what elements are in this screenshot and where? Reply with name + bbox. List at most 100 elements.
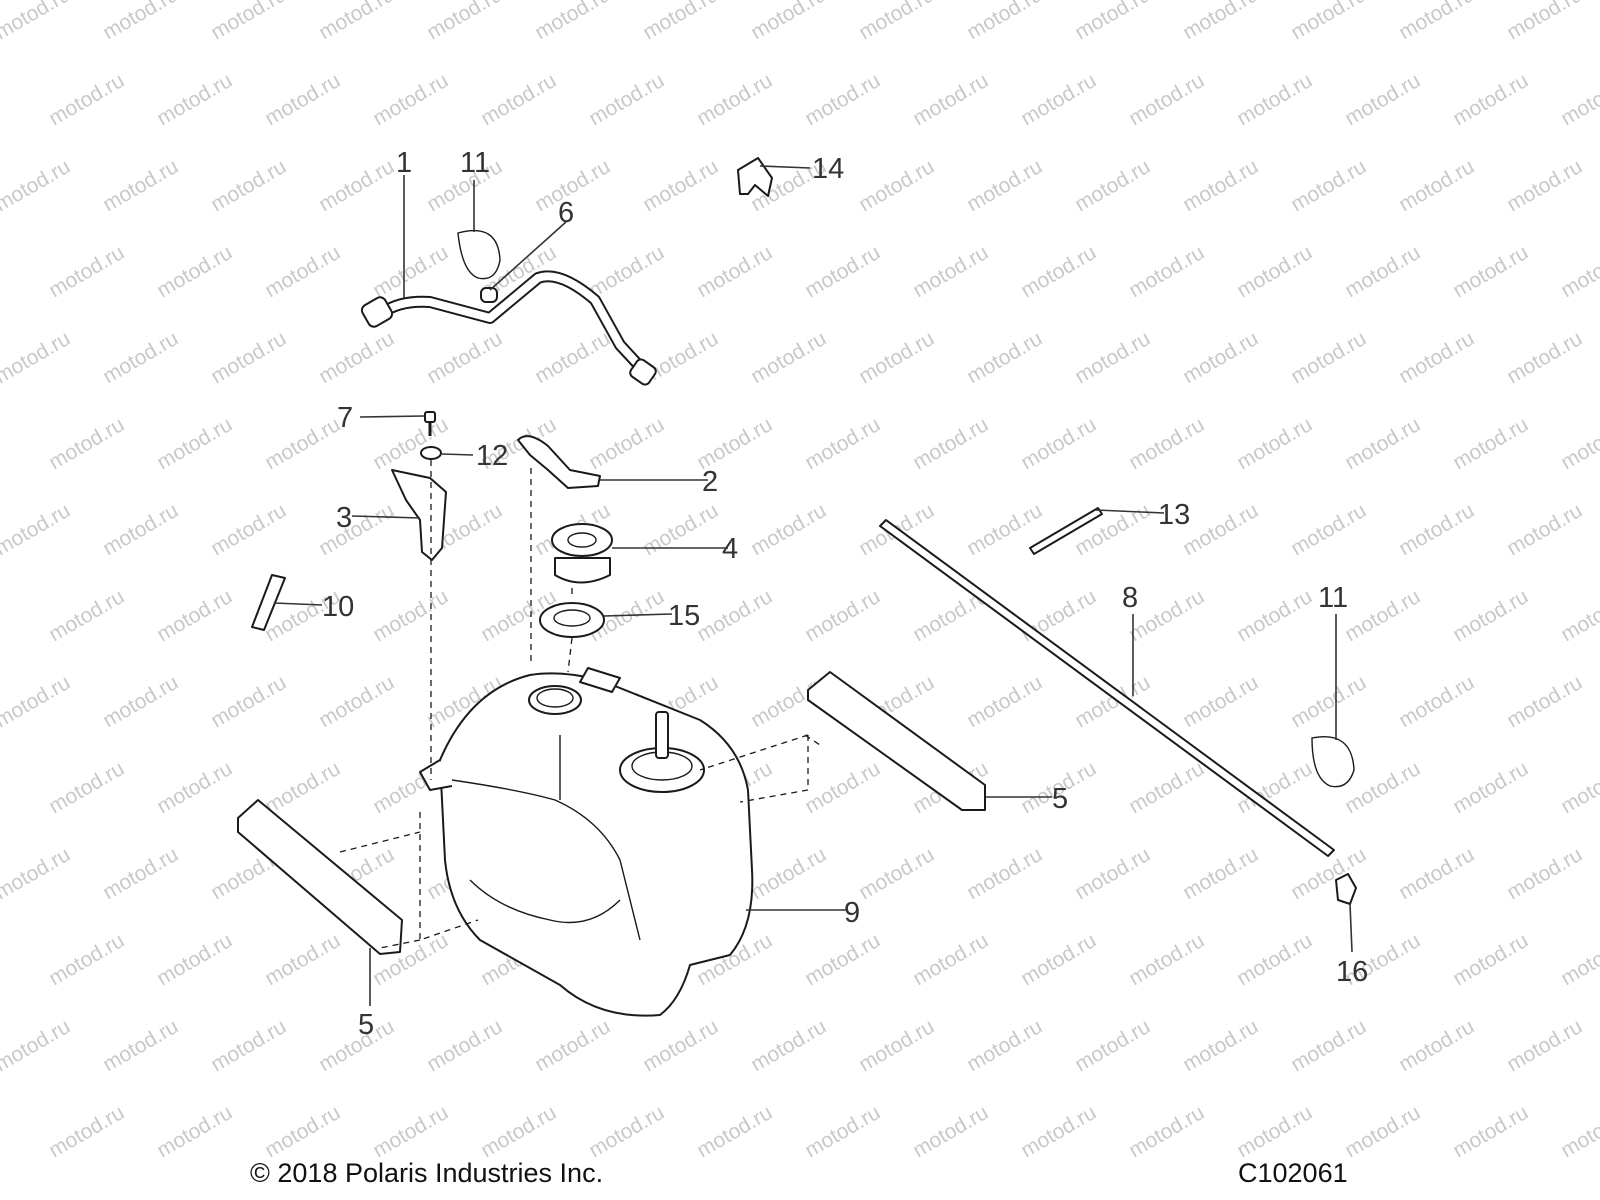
watermark-text: motod.ru (639, 1015, 722, 1076)
watermark-text: motod.ru (909, 241, 992, 302)
watermark-text: motod.ru (1449, 585, 1532, 646)
callout-10: 10 (322, 591, 354, 623)
watermark-text: motod.ru (423, 327, 506, 388)
watermark-text: motod.ru (1125, 1101, 1208, 1162)
watermark-text: motod.ru (1071, 1015, 1154, 1076)
watermark-text: motod.ru (153, 241, 236, 302)
watermark-text: motod.ru (261, 757, 344, 818)
watermark-text: motod.ru (1179, 1015, 1262, 1076)
watermark-text: motod.ru (1503, 155, 1586, 216)
watermark-text: motod.ru (1071, 499, 1154, 560)
watermark-text: motod.ru (1017, 241, 1100, 302)
watermark-text: motod.ru (1287, 0, 1370, 44)
watermark-text: motod.ru (1125, 69, 1208, 130)
callout-12: 12 (476, 440, 508, 472)
watermark-text: motod.ru (369, 1101, 452, 1162)
watermark-text: motod.ru (855, 1015, 938, 1076)
watermark-text: motod.ru (1179, 671, 1262, 732)
callout-5-right: 5 (1052, 783, 1068, 815)
watermark-text: motod.ru (1287, 499, 1370, 560)
watermark-text: motod.ru (855, 327, 938, 388)
watermark-text: motod.ru (99, 0, 182, 44)
watermark-text: motod.ru (963, 155, 1046, 216)
watermark-text: motod.ru (801, 413, 884, 474)
watermark-text: motod.ru (1071, 671, 1154, 732)
watermark-text: motod.ru (369, 413, 452, 474)
watermark-text: motod.ru (1233, 1101, 1316, 1162)
watermark-text: motod.ru (1125, 241, 1208, 302)
watermark-text: motod.ru (1071, 327, 1154, 388)
watermark-text: motod.ru (1557, 585, 1600, 646)
watermark-text: motod.ru (45, 241, 128, 302)
watermark-text: motod.ru (1395, 671, 1478, 732)
watermark-text: motod.ru (1395, 327, 1478, 388)
watermark-text: motod.ru (1017, 69, 1100, 130)
callout-11-right: 11 (1318, 582, 1348, 614)
callout-2: 2 (702, 466, 718, 498)
watermark-text: motod.ru (747, 327, 830, 388)
watermark-text: motod.ru (585, 413, 668, 474)
watermark-text: motod.ru (1179, 155, 1262, 216)
watermark-text: motod.ru (747, 1015, 830, 1076)
watermark-text: motod.ru (639, 155, 722, 216)
watermark-text: motod.ru (45, 929, 128, 990)
watermark-text: motod.ru (1179, 0, 1262, 44)
foam-strip (1029, 507, 1103, 555)
watermark-text: motod.ru (315, 1015, 398, 1076)
watermark-text: motod.ru (315, 327, 398, 388)
watermark-text: motod.ru (1503, 1015, 1586, 1076)
watermark-text: motod.ru (1071, 155, 1154, 216)
watermark-text: motod.ru (45, 585, 128, 646)
bolt (424, 411, 436, 436)
watermark-text: motod.ru (423, 0, 506, 44)
retainer-clip (737, 157, 773, 197)
watermark-text: motod.ru (207, 671, 290, 732)
watermark-text: motod.ru (963, 327, 1046, 388)
fuel-cap (551, 523, 613, 584)
callout-9: 9 (844, 897, 860, 929)
watermark-text: motod.ru (1557, 69, 1600, 130)
grommet (480, 287, 498, 303)
watermark-text: motod.ru (909, 413, 992, 474)
watermark-text: motod.ru (1125, 929, 1208, 990)
watermark-text: motod.ru (153, 585, 236, 646)
watermark-text: motod.ru (153, 69, 236, 130)
watermark-text: motod.ru (1233, 585, 1316, 646)
watermark-text: motod.ru (1125, 757, 1208, 818)
watermark-text: motod.ru (747, 843, 830, 904)
watermark-text: motod.ru (801, 585, 884, 646)
watermark-text: motod.ru (747, 499, 830, 560)
watermark-text: motod.ru (1395, 499, 1478, 560)
foam-pad-right (807, 671, 986, 811)
watermark-text: motod.ru (153, 413, 236, 474)
watermark-text: motod.ru (1287, 671, 1370, 732)
watermark-text: motod.ru (99, 327, 182, 388)
watermark-text: motod.ru (1071, 0, 1154, 44)
watermark-text: motod.ru (531, 0, 614, 44)
watermark-text: motod.ru (207, 0, 290, 44)
watermark-text: motod.ru (1341, 1101, 1424, 1162)
watermark-text: motod.ru (585, 69, 668, 130)
watermark-text: motod.ru (1449, 757, 1532, 818)
hose-clamp-right (1311, 736, 1355, 788)
watermark-text: motod.ru (1017, 1101, 1100, 1162)
watermark-text: motod.ru (747, 0, 830, 44)
watermark-text: motod.ru (477, 1101, 560, 1162)
watermark-text: motod.ru (1395, 843, 1478, 904)
watermark-text: motod.ru (693, 241, 776, 302)
watermark-text: motod.ru (315, 155, 398, 216)
callout-4: 4 (722, 533, 738, 565)
alignment-lines (339, 460, 821, 949)
callout-6: 6 (558, 197, 574, 229)
support-rod (879, 519, 1335, 857)
watermark-text: motod.ru (1287, 1015, 1370, 1076)
watermark-text: motod.ru (0, 1015, 74, 1076)
watermark-text: motod.ru (1557, 413, 1600, 474)
watermark-text: motod.ru (693, 585, 776, 646)
watermark-text: motod.ru (1557, 929, 1600, 990)
watermark-text: motod.ru (207, 327, 290, 388)
watermark-text: motod.ru (315, 0, 398, 44)
watermark-text: motod.ru (1449, 413, 1532, 474)
watermark-text: motod.ru (693, 69, 776, 130)
watermark-text: motod.ru (1287, 327, 1370, 388)
